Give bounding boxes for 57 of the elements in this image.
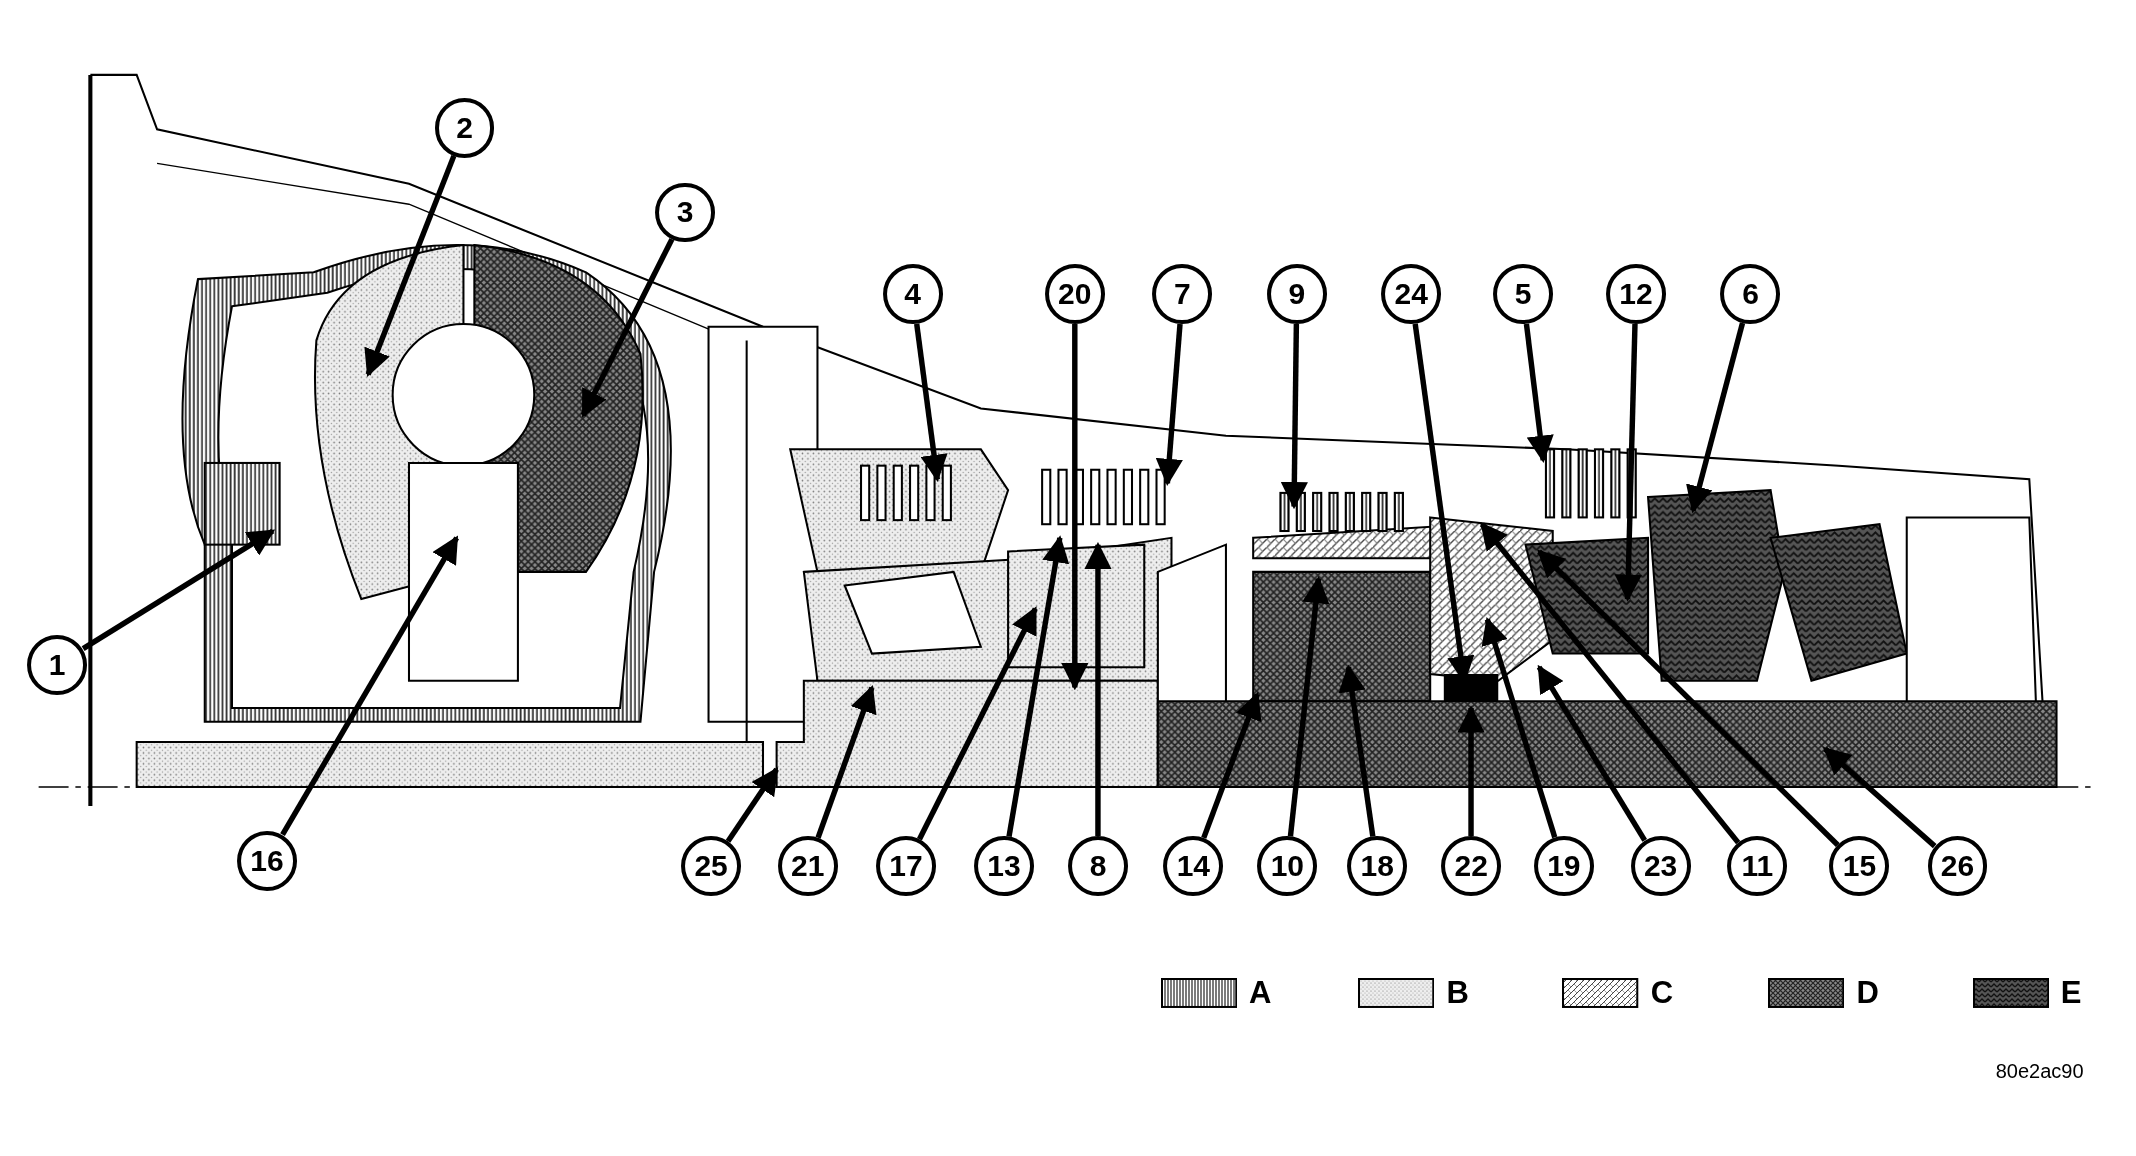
callout-circle: 2 bbox=[434, 98, 495, 158]
leader-line bbox=[914, 323, 948, 482]
leader-line bbox=[1155, 323, 1183, 487]
leader-line bbox=[815, 685, 877, 839]
leader-line bbox=[1479, 522, 1741, 845]
callout-circle: 14 bbox=[1163, 836, 1224, 897]
leader-line bbox=[580, 237, 675, 418]
leader-line bbox=[81, 528, 276, 651]
leader-line bbox=[1481, 616, 1558, 839]
leader-line bbox=[1280, 324, 1308, 510]
callout-circle: 22 bbox=[1441, 836, 1502, 897]
legend-label: D bbox=[1856, 975, 1879, 1012]
leader-line bbox=[1614, 323, 1642, 602]
callout-circle: 10 bbox=[1257, 836, 1318, 897]
callout-circle: 17 bbox=[875, 836, 936, 897]
callout-circle: 26 bbox=[1927, 836, 1988, 897]
callout-circle: 15 bbox=[1829, 836, 1890, 897]
leader-line bbox=[1523, 323, 1554, 463]
leader-line bbox=[364, 154, 457, 377]
callout-circle: 6 bbox=[1720, 264, 1781, 325]
legend-label: B bbox=[1446, 975, 1469, 1012]
callout-circle: 7 bbox=[1152, 264, 1213, 325]
leader-line bbox=[280, 535, 459, 837]
legend-label: C bbox=[1650, 975, 1674, 1012]
callout-circle: 23 bbox=[1630, 836, 1691, 897]
callout-circle: 24 bbox=[1381, 264, 1442, 325]
figure-code: 80e2ac90 bbox=[1995, 1059, 2084, 1083]
leader-line bbox=[1006, 535, 1070, 837]
callout-circle: 8 bbox=[1068, 836, 1128, 897]
callout-circle: 3 bbox=[655, 182, 716, 243]
leader-line bbox=[1201, 691, 1262, 839]
callout-circle: 20 bbox=[1044, 264, 1105, 325]
legend-label: A bbox=[1248, 975, 1272, 1012]
callout-circle: 9 bbox=[1266, 264, 1327, 325]
callout-circle: 11 bbox=[1727, 836, 1788, 897]
callout-circle: 1 bbox=[27, 634, 88, 695]
leader-line bbox=[1823, 746, 1937, 849]
leader-line bbox=[1338, 664, 1376, 837]
callout-circle: 5 bbox=[1493, 264, 1553, 325]
leader-line bbox=[1061, 324, 1089, 691]
leader-line bbox=[917, 606, 1038, 841]
legend-label: E bbox=[2060, 975, 2082, 1012]
leader-line bbox=[1457, 705, 1485, 836]
callout-circle: 18 bbox=[1347, 836, 1408, 897]
callout-circle: 19 bbox=[1533, 836, 1594, 897]
callout-circle: 13 bbox=[974, 836, 1034, 897]
callout-circle: 16 bbox=[237, 830, 297, 891]
leader-line bbox=[725, 767, 779, 843]
leader-line bbox=[1287, 575, 1330, 837]
callout-circle: 21 bbox=[777, 836, 838, 897]
leader-line bbox=[1084, 541, 1112, 836]
leader-line bbox=[1536, 664, 1648, 842]
callout-circle: 4 bbox=[882, 264, 943, 325]
leader-line bbox=[1686, 322, 1746, 514]
leader-line bbox=[1537, 549, 1840, 847]
callout-circle: 12 bbox=[1606, 264, 1666, 325]
callout-circle: 25 bbox=[681, 836, 742, 897]
